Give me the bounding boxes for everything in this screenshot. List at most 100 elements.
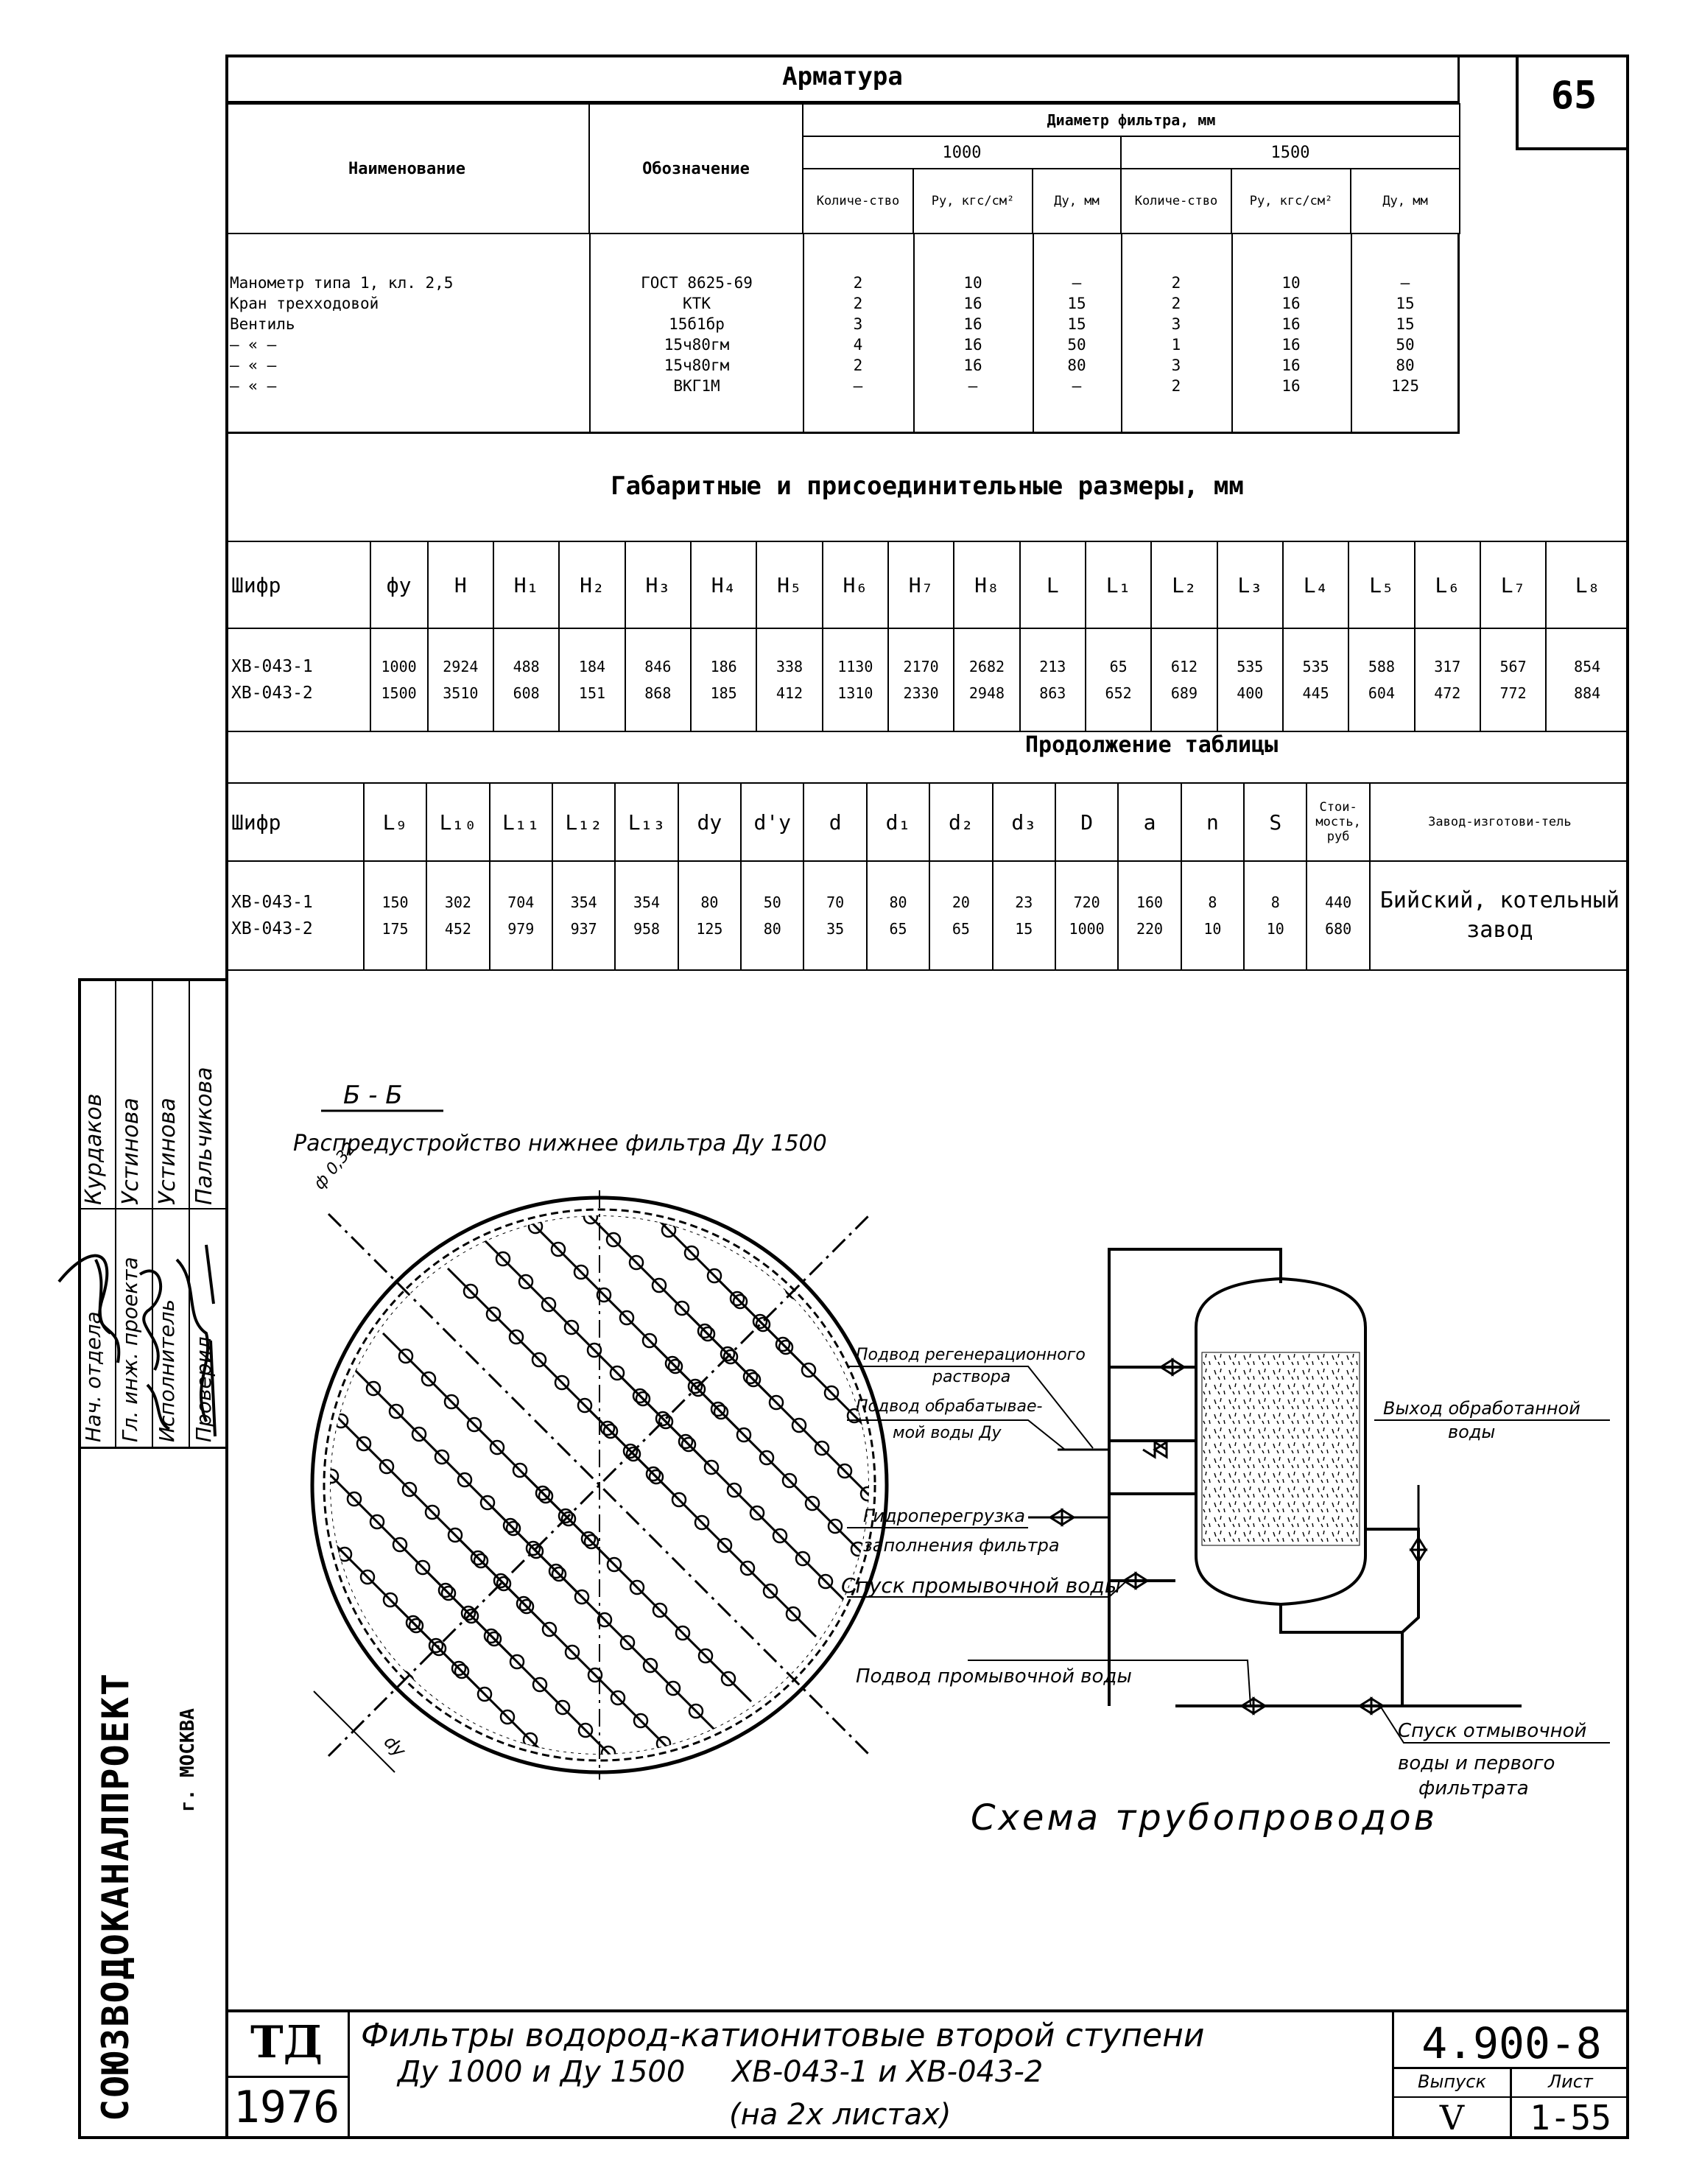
dims2-data-cell: 50 80 — [740, 860, 805, 971]
armatura-cell-p1: 10 — [963, 274, 982, 292]
valves — [1048, 1358, 1428, 1716]
dims2-value: 452 — [444, 920, 471, 938]
dims-value: 884 — [1574, 684, 1601, 702]
dims2-value: 23 — [1015, 893, 1033, 911]
dims-header-cell: Н₆ — [821, 541, 889, 629]
stamp-hline — [78, 1208, 225, 1209]
armatura-cell-p2: 16 — [1281, 315, 1301, 333]
doc-number: 4.900-8 — [1421, 2018, 1602, 2068]
dims-value: 1310 — [837, 684, 873, 702]
dim-line — [313, 1690, 395, 1773]
armatura-cell-p2: 16 — [1281, 336, 1301, 354]
armatura-vline — [1033, 234, 1034, 433]
armatura-cell-name: Кран трехходовой — [230, 295, 379, 312]
stamp-name-4: Пальчикова — [191, 1067, 217, 1205]
drawing-area: Б - Б Распредустройство нижнее фильтра Д… — [293, 1081, 1610, 1799]
dims-value: 588 — [1368, 658, 1395, 675]
armatura-cell-name: Вентиль — [230, 315, 295, 333]
dims-value: 535 — [1302, 658, 1329, 675]
label-outlet: Выход обработанной воды — [1383, 1398, 1586, 1442]
dims-value: 1130 — [837, 658, 873, 675]
dims2-header-cell: Шифр — [225, 782, 365, 862]
armatura-cell-name: — « — — [230, 357, 277, 374]
dims-value: 772 — [1499, 684, 1527, 702]
dims2-value: 65 — [889, 920, 907, 938]
armatura-cell-d1: — — [1072, 377, 1082, 395]
armatura-vline — [1121, 234, 1122, 433]
dims-header-cell: L₆ — [1413, 541, 1481, 629]
armatura-cell-d2: 15 — [1396, 295, 1415, 312]
dims-value: 472 — [1434, 684, 1461, 702]
dims-header-cell: Н — [426, 541, 495, 629]
armatura-vline — [1351, 234, 1352, 433]
dims2-header-cell: L₁₃ — [614, 782, 679, 862]
dims-header-cell: Шифр — [225, 541, 371, 629]
armatura-cell-q2: 2 — [1171, 377, 1181, 395]
armatura-cell-p2: 10 — [1281, 274, 1301, 292]
dims2-title: Продолжение таблицы — [1025, 732, 1279, 758]
stamp-vline — [152, 978, 153, 1447]
dims-value: 652 — [1105, 684, 1132, 702]
title-block-vline — [1510, 2067, 1512, 2139]
armatura-cell-p1: 16 — [963, 336, 982, 354]
sub-py-2: Ру, кгс/см² — [1231, 168, 1351, 234]
dims-value: 3510 — [443, 684, 479, 702]
section-caption: Распредустройство нижнее фильтра Ду 1500 — [293, 1131, 827, 1156]
dims2-value: 958 — [633, 920, 661, 938]
armatura-cell-des: КТК — [683, 295, 711, 312]
title-block-hline — [225, 2076, 348, 2078]
stamp-name-2: Устинова — [118, 1098, 144, 1205]
dims2-value: 65 — [952, 920, 970, 938]
dims2-value: 440 — [1325, 893, 1352, 911]
page-number-box — [1516, 55, 1629, 150]
year: 1976 — [233, 2082, 340, 2133]
sub-qty-2: Количе-ство — [1120, 168, 1232, 234]
dims-header-cell: L₁ — [1084, 541, 1153, 629]
dims2-data-cell: 720 1000 — [1054, 860, 1119, 971]
dims-header-cell: Н₅ — [756, 541, 823, 629]
armatura-cell-d2: 15 — [1396, 315, 1415, 333]
dims2-header-cell: d₁ — [865, 782, 931, 862]
dims-header-cell: Н₃ — [624, 541, 692, 629]
stamp-org: СОЮЗВОДОКАНАЛПРОЕКТ — [94, 1672, 137, 2121]
label-wash-supply: Подвод промывочной воды — [856, 1665, 1132, 1688]
dims2-value: 80 — [763, 920, 781, 938]
dims2-header-cell: L₁₀ — [426, 782, 490, 862]
dims-title: Габаритные и присоединительные размеры, … — [611, 471, 1244, 501]
stamp-hline — [78, 1447, 225, 1449]
dims2-value: ХВ-043-2 — [231, 919, 313, 938]
dims2-value: 50 — [763, 893, 781, 911]
scheme-title-text: Схема трубопроводов — [971, 1797, 1438, 1839]
dims2-value: 720 — [1073, 893, 1100, 911]
dims-header-cell: L₃ — [1216, 541, 1284, 629]
dims2-value: 1000 — [1069, 920, 1105, 938]
stamp-name-1: Курдаков — [81, 1093, 107, 1205]
dims-value: 338 — [776, 658, 803, 675]
armatura-cell-p1: — — [968, 377, 978, 395]
armatura-cell-p2: 16 — [1281, 357, 1301, 374]
doc-title-line1: Фильтры водород-катионитовые второй ступ… — [361, 2017, 1205, 2054]
armatura-cell-p2: 16 — [1281, 377, 1301, 395]
armatura-cell-d1: 15 — [1067, 295, 1086, 312]
armatura-cell-d2: 125 — [1391, 377, 1419, 395]
armatura-cell-d1: — — [1072, 274, 1082, 292]
armatura-cell-d2: — — [1400, 274, 1410, 292]
dims2-value: 10 — [1266, 920, 1284, 938]
sub-dy-1: Ду, мм — [1032, 168, 1122, 234]
dims2-header-cell: n — [1180, 782, 1245, 862]
col-diameter-header: Диаметр фильтра, мм — [801, 103, 1461, 137]
dims2-header-cell: a — [1117, 782, 1182, 862]
dims2-value: 220 — [1136, 920, 1164, 938]
armatura-cell-q1: 2 — [853, 357, 863, 374]
